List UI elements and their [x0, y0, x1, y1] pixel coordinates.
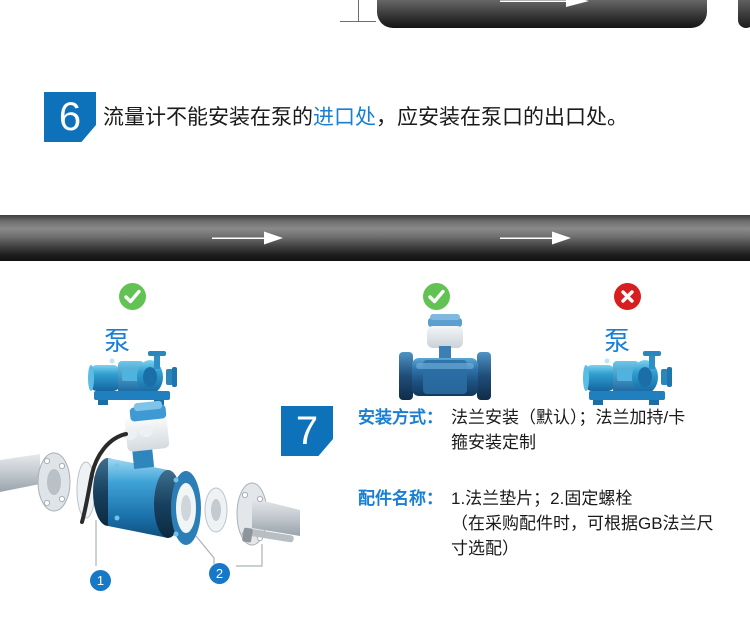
dimension-line-horizontal	[340, 21, 376, 22]
section-6-illustration: 泵	[0, 150, 750, 405]
flow-arrow-left-icon	[212, 231, 283, 245]
section-6-heading: 流量计不能安装在泵的进口处，应安装在泵口的出口处。	[103, 103, 703, 133]
section-7-number-badge: 7	[281, 406, 333, 456]
pipe-end-cap	[738, 0, 750, 28]
pipe-segment	[377, 0, 707, 28]
pump-label-right: 泵	[604, 326, 631, 356]
top-pipe-strip	[0, 0, 750, 42]
section-7-row-install-method: 安装方式： 法兰安装（默认）；法兰加持/卡 箍安装定制	[358, 405, 750, 455]
section-6-heading-highlight: 进口处	[313, 106, 376, 129]
status-badge-error-right	[614, 283, 641, 310]
status-badge-ok-left	[119, 283, 146, 310]
horizontal-pipe	[0, 215, 750, 261]
pump-right-icon	[583, 351, 672, 405]
section-7-value-line: 寸选配）	[451, 539, 519, 558]
section-7-key-accessory-names: 配件名称：	[358, 489, 443, 508]
section-6-heading-after: ，应安装在泵口的出口处。	[376, 106, 628, 129]
status-badge-ok-center	[423, 283, 450, 310]
callout-badge-1: 1	[90, 570, 111, 591]
gasket-ring	[204, 487, 228, 533]
section-6-number-badge: 6	[44, 92, 96, 142]
leader-line-2	[195, 535, 215, 564]
flow-meter-body	[93, 458, 201, 545]
dimension-line-vertical	[358, 0, 359, 22]
fixing-bolt	[242, 527, 294, 543]
section-7-value-line: 箍安装定制	[451, 433, 536, 452]
left-pipe-stub	[0, 452, 71, 512]
check-icon	[428, 289, 445, 304]
flow-meter-icon	[399, 314, 491, 400]
cross-icon	[621, 290, 634, 303]
section-7-key-install-method: 安装方式：	[358, 408, 443, 427]
leader-line-2b	[236, 544, 263, 567]
flow-arrow-right-icon	[500, 231, 571, 245]
callout-badge-2: 2	[209, 563, 230, 584]
transmitter-head	[80, 400, 170, 524]
section-7-value-line: （在采购配件时，可根据GB法兰尺	[451, 514, 714, 533]
section-6-heading-before: 流量计不能安装在泵的	[103, 106, 313, 129]
section-7-value-line: 法兰安装（默认）；法兰加持/卡	[451, 408, 686, 427]
exploded-assembly-illustration	[0, 400, 300, 567]
section-7-value-line: 1.法兰垫片；2.固定螺栓	[451, 489, 633, 508]
check-icon	[124, 289, 141, 304]
right-arrow-icon	[500, 0, 589, 7]
section-7-row-accessory-names: 配件名称： 1.法兰垫片；2.固定螺栓 （在采购配件时，可根据GB法兰尺 寸选配…	[358, 486, 750, 561]
pump-left-icon	[88, 351, 177, 405]
pump-label-left: 泵	[104, 326, 131, 356]
